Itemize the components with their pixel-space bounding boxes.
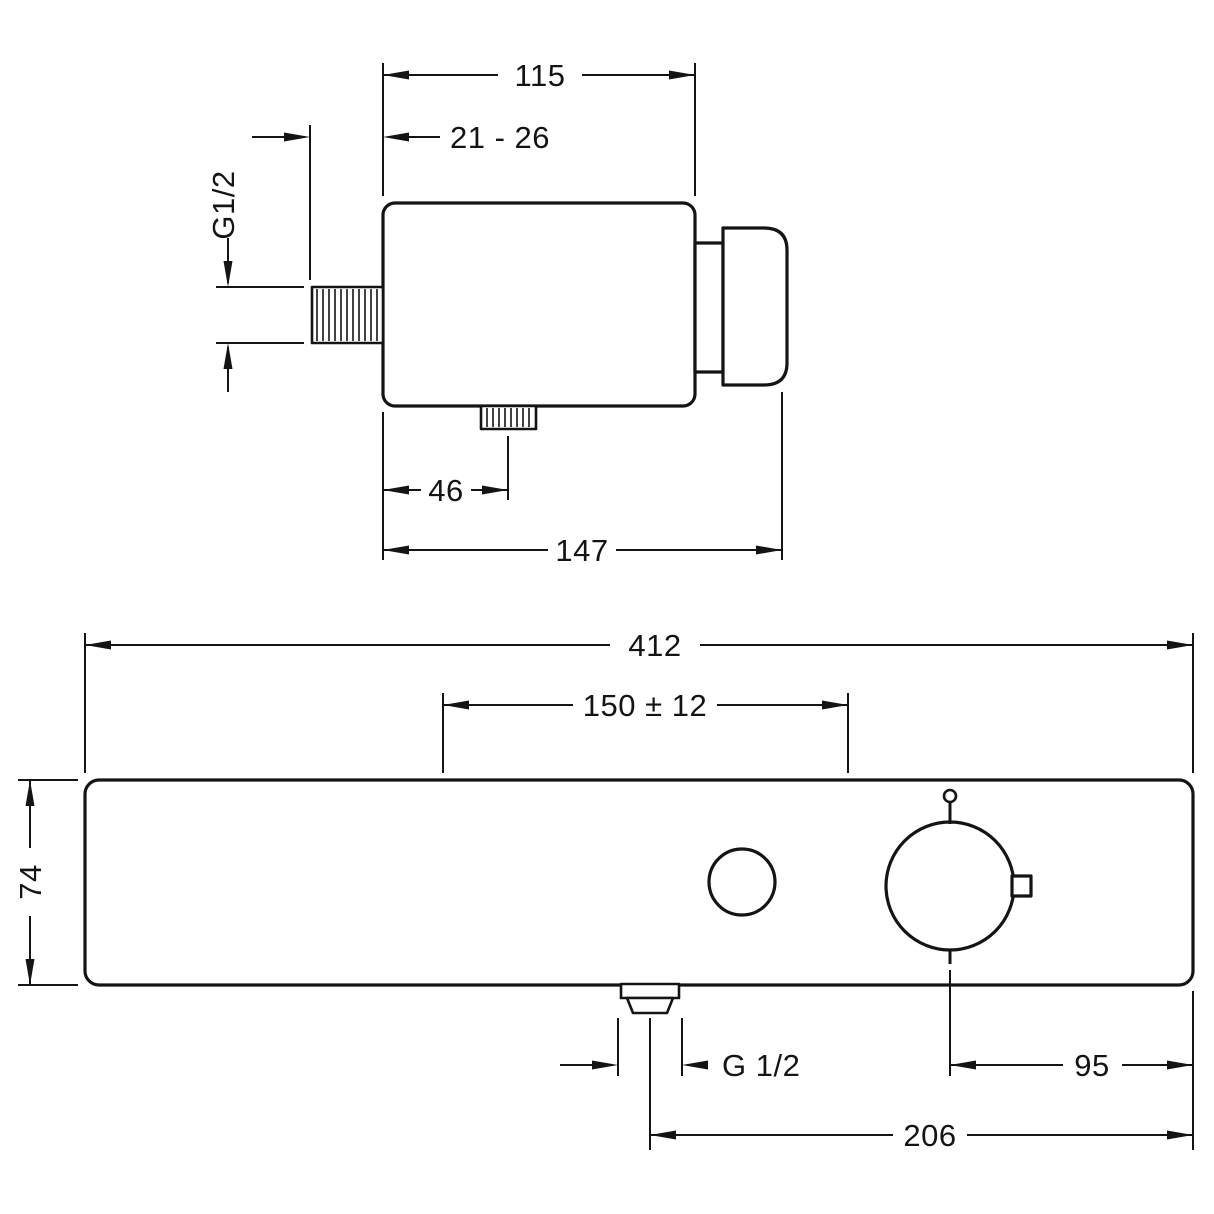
dim-115-label: 115 bbox=[515, 58, 566, 93]
dim-knob-offset-95: 95 bbox=[949, 970, 1194, 1150]
dim-depth-147: 147 bbox=[383, 392, 783, 568]
dim-412-label: 412 bbox=[628, 628, 681, 663]
safety-stop-button bbox=[1010, 874, 1033, 898]
top-view: 115 21 - 26 G1/2 bbox=[206, 58, 789, 568]
temperature-knob bbox=[884, 788, 1033, 964]
dim-thread-g12-top: G1/2 bbox=[206, 170, 304, 392]
dim-wall-offset-21-26: 21 - 26 bbox=[252, 120, 550, 280]
knob-indicator-ball bbox=[942, 788, 958, 804]
dim-147-label: 147 bbox=[555, 533, 608, 568]
dim-width-115: 115 bbox=[382, 58, 696, 196]
dim-150-label: 150 ± 12 bbox=[583, 688, 707, 723]
select-button bbox=[707, 847, 777, 917]
mixer-body-top-outline bbox=[381, 201, 697, 408]
dim-outlet-thread-g12: G 1/2 bbox=[560, 1018, 800, 1083]
dim-46-label: 46 bbox=[428, 473, 463, 508]
wall-connector-threaded bbox=[310, 285, 385, 345]
dim-21-26-label: 21 - 26 bbox=[450, 120, 550, 155]
dim-g12-top-label: G1/2 bbox=[206, 170, 241, 239]
dim-outlet-offset-206: 206 bbox=[649, 1018, 1193, 1153]
handle-knob-top bbox=[693, 226, 789, 387]
dim-74-label: 74 bbox=[13, 864, 48, 899]
front-view: 412 150 ± 12 74 bbox=[13, 628, 1195, 1153]
dim-width-412: 412 bbox=[84, 628, 1194, 773]
dim-outlet-offset-46: 46 bbox=[382, 412, 509, 560]
dim-95-label: 95 bbox=[1074, 1048, 1109, 1083]
outlet-connector-top bbox=[479, 404, 538, 431]
dim-g12-front-label: G 1/2 bbox=[722, 1048, 800, 1083]
dim-height-74: 74 bbox=[13, 779, 78, 986]
outlet-connector-front bbox=[619, 982, 681, 1015]
dim-supply-150: 150 ± 12 bbox=[442, 688, 849, 773]
dim-206-label: 206 bbox=[903, 1118, 956, 1153]
